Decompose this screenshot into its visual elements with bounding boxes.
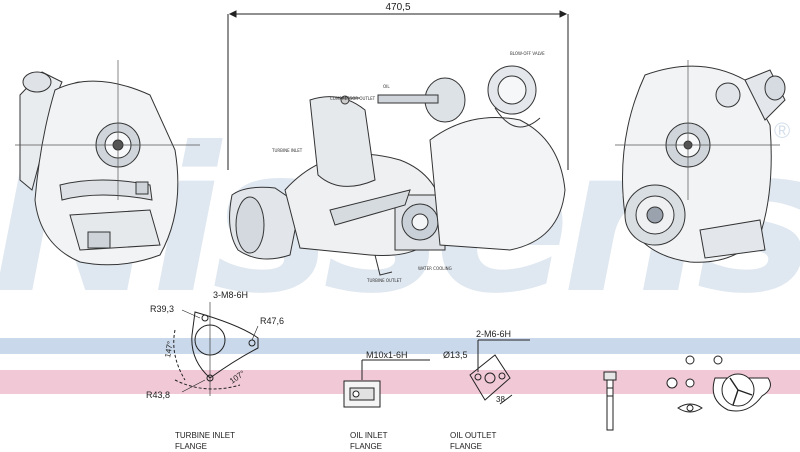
registered-mark: ®: [774, 118, 790, 143]
oil-inlet-flange-drawing: [343, 359, 430, 408]
blue-band: [0, 338, 800, 354]
main-view: [227, 10, 569, 170]
flange-angle-a: 147°: [163, 340, 175, 358]
callout-compressor-outlet: COMPRESSOR OUTLET: [330, 96, 376, 101]
overall-length-label: 470,5: [385, 2, 410, 13]
oil-outlet-caption-line2: FLANGE: [450, 442, 482, 451]
flange-radius-c: R43,8: [146, 390, 170, 400]
oil-outlet-bolt-spec: 2-M6-6H: [476, 329, 511, 339]
oil-outlet-caption-line1: OIL OUTLET: [450, 431, 496, 440]
turbine-flange-caption-line1: TURBINE INLET: [175, 431, 235, 440]
callout-water-cooling: WATER COOLING: [418, 266, 452, 271]
left-view-turbocharger: [15, 60, 200, 266]
accessory-gasket-flange: [712, 373, 771, 412]
flange-outline: [191, 311, 259, 379]
callout-turbine-inlet: TURBINE INLET: [271, 148, 303, 153]
compressor-housing: [429, 117, 566, 251]
right-view-turbocharger: [615, 60, 786, 263]
oil-inlet-thread: M10x1-6H: [366, 350, 408, 360]
flange-bolt-spec: 3-M8-6H: [213, 290, 248, 300]
callout-turbine-outlet: TURBINE OUTLET: [366, 278, 402, 283]
callout-oil: OIL: [383, 84, 390, 89]
turbine-inlet-flange-drawing: [173, 302, 259, 396]
oil-inlet-caption-line2: FLANGE: [350, 442, 382, 451]
accessory-bolt: [603, 371, 617, 431]
callout-blow-off-valve: BLOW-OFF VALVE: [510, 51, 545, 56]
oil-outlet-flange-outline: [469, 354, 511, 401]
main-view-callouts: BLOW-OFF VALVE OIL TURBINE INLET COMPRES…: [271, 51, 545, 283]
oil-outlet-diameter: Ø13,5: [443, 350, 468, 360]
dimension-arrows: [228, 10, 568, 18]
pink-band: [0, 370, 800, 394]
oil-outlet-flange-drawing: [469, 339, 530, 405]
turbine-flange-caption-line2: FLANGE: [175, 442, 207, 451]
accessory-gasket-small: [666, 355, 723, 413]
flange-radius-a: R39,3: [150, 304, 174, 314]
oil-inlet-caption-line1: OIL INLET: [350, 431, 388, 440]
oil-outlet-width: 38: [496, 395, 505, 404]
flange-radius-b: R47,6: [260, 316, 284, 326]
main-view-turbocharger: [229, 65, 566, 276]
